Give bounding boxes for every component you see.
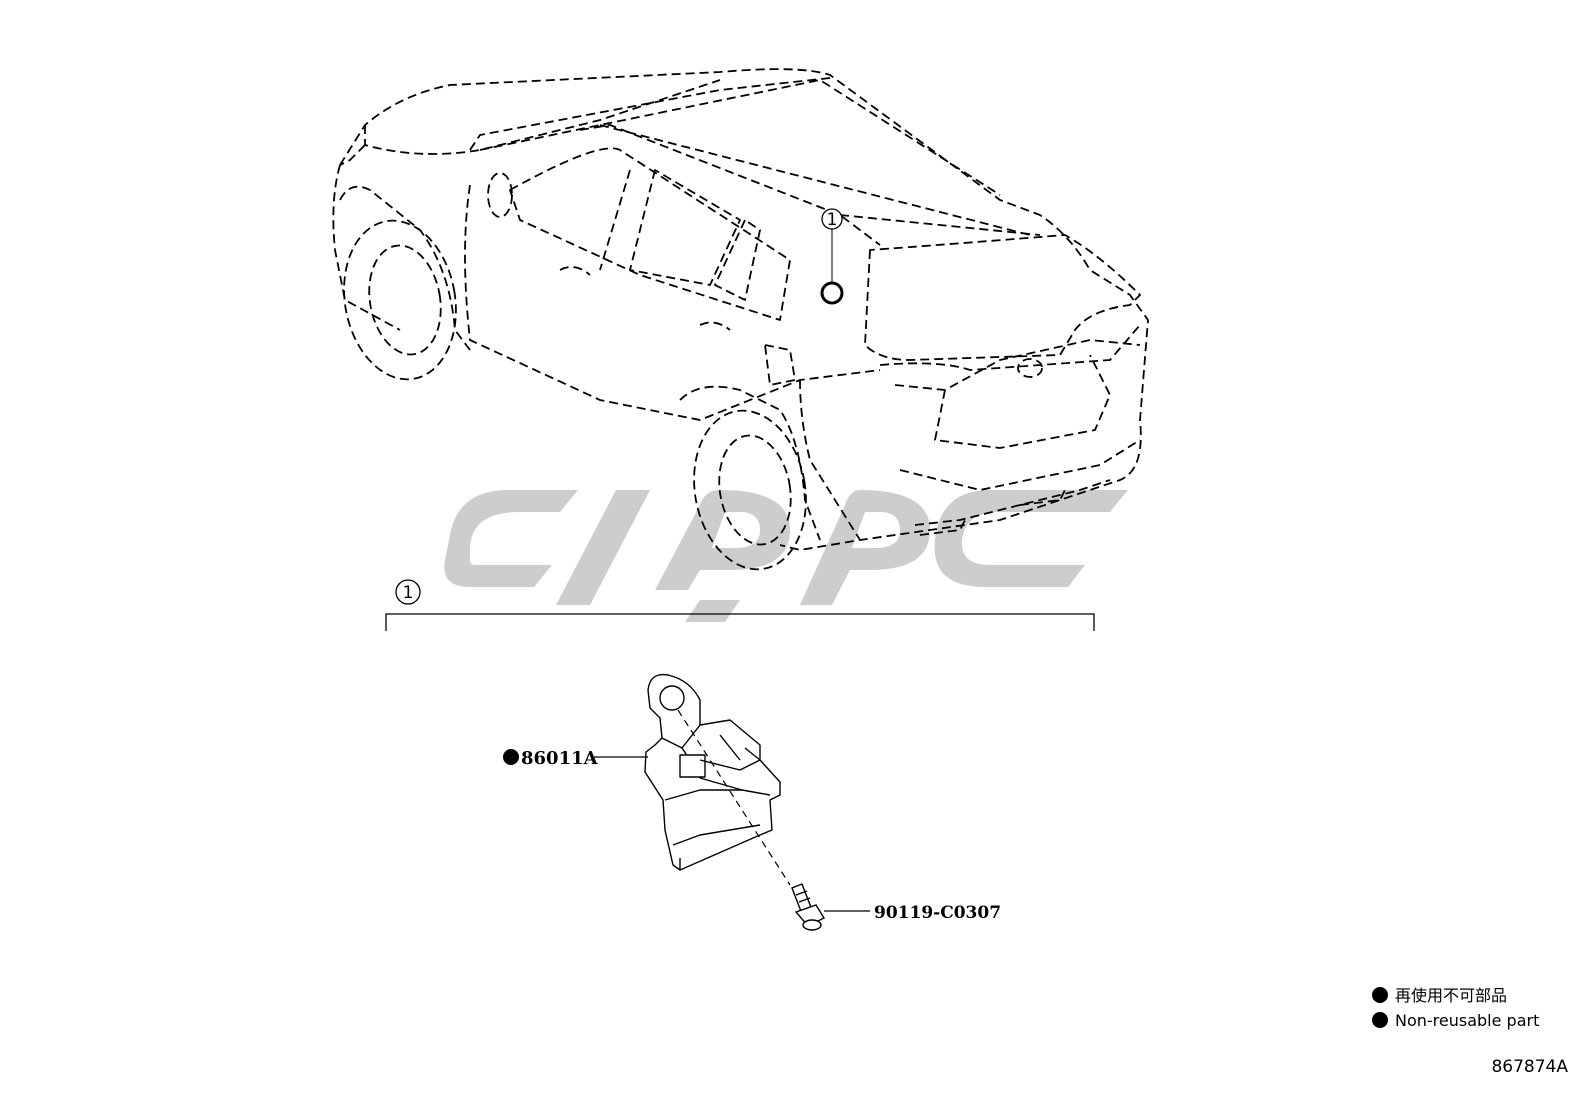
- non-reusable-dot-icon: [503, 749, 519, 765]
- control-module-icon: [644, 673, 781, 871]
- callout-marker-label: 1: [827, 210, 838, 230]
- assembly-axis-line: [677, 709, 791, 886]
- bullet-dot-icon: [1372, 1012, 1388, 1028]
- legend-japanese: 再使用不可部品: [1395, 986, 1507, 1005]
- part-label-90119-C0307: 90119-C0307: [824, 903, 1001, 923]
- part-label-86011A: 86011A: [503, 748, 648, 769]
- location-marker-icon: [820, 281, 844, 305]
- group-bracket: 1: [385, 579, 1095, 631]
- legend: 再使用不可部品 Non-reusable part: [1372, 986, 1539, 1030]
- bullet-dot-icon: [1372, 987, 1388, 1003]
- legend-english: Non-reusable part: [1395, 1011, 1539, 1030]
- car-outline-icon: [332, 68, 1149, 571]
- watermark-logo: [444, 490, 1128, 622]
- part-number-86011A: 86011A: [521, 748, 599, 769]
- group-marker-label: 1: [403, 583, 414, 603]
- group-marker-circle-icon: [395, 579, 421, 605]
- diagram-code: 867874A: [1491, 1057, 1568, 1077]
- bolt-icon: [791, 883, 825, 931]
- part-number-90119-C0307: 90119-C0307: [874, 903, 1001, 923]
- car-callout: 1: [820, 208, 844, 305]
